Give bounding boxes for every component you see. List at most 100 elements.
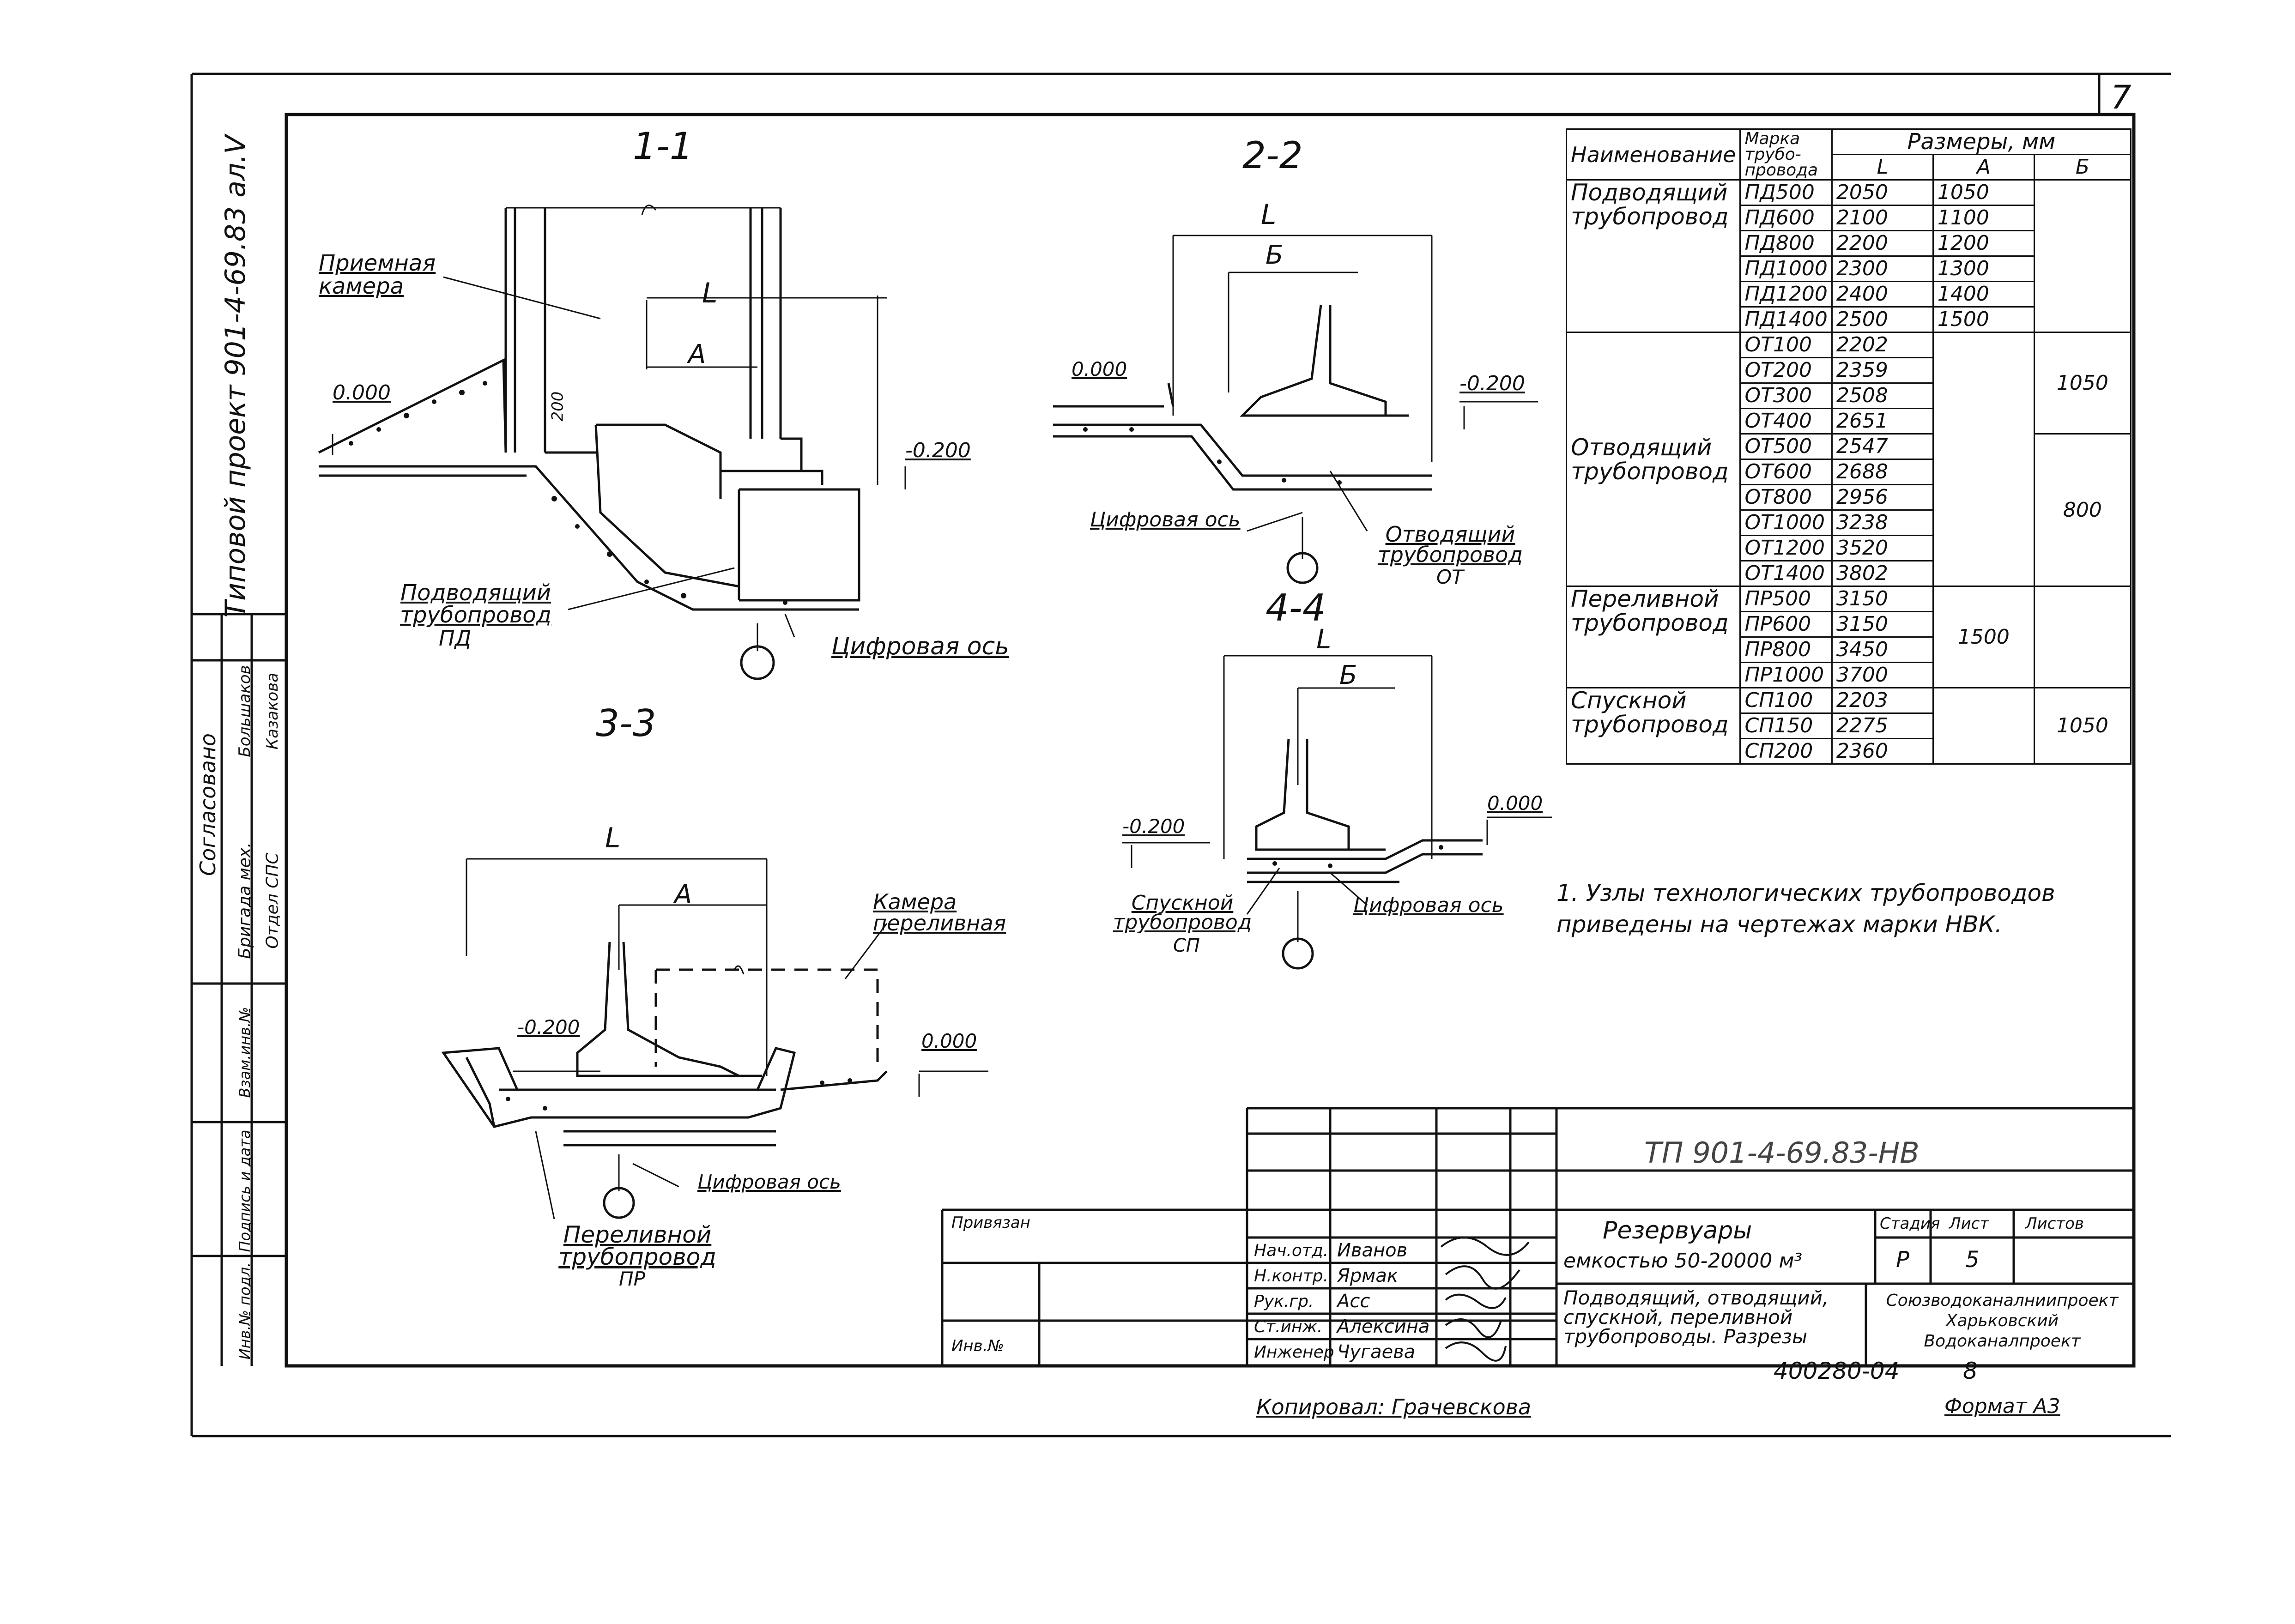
cell-mark: ОТ1400 <box>1739 560 1833 587</box>
cell-L: 2100 <box>1831 205 1934 231</box>
cell-mark: ПР800 <box>1739 636 1833 663</box>
cell-mark: ОТ800 <box>1739 484 1833 511</box>
s44-pipe-label: Спускной трубопровод <box>1113 891 1252 934</box>
cell-L: 3802 <box>1831 560 1934 587</box>
s22-pipe-label: Отводящий трубопровод <box>1377 522 1523 567</box>
signer-role: Рук.гр. <box>1254 1292 1314 1311</box>
cell-mark: СП200 <box>1739 738 1833 765</box>
th-L: L <box>1831 154 1934 181</box>
cell-L: 2508 <box>1831 382 1934 409</box>
group-name-drain: Спускной трубопровод <box>1565 687 1741 765</box>
cell-L: 2400 <box>1831 281 1934 308</box>
s22-elev-neg: -0.200 <box>1459 372 1525 395</box>
cell-A-overflow: 1500 <box>1932 586 2035 688</box>
s11-elev-0: 0.000 <box>333 381 391 404</box>
cell-mark: ОТ300 <box>1739 382 1833 409</box>
signer-role: Ст.инж. <box>1254 1317 1323 1336</box>
side-role-1: Бригада мех. <box>235 842 254 959</box>
cell-L: 3238 <box>1831 509 1934 536</box>
group-name-supply: Подводящий трубопровод <box>1565 179 1741 333</box>
section-3-3-title: 3-3 <box>596 702 656 745</box>
cell-mark: ОТ600 <box>1739 459 1833 485</box>
cell-L: 2651 <box>1831 408 1934 435</box>
side-stamp: Типовой проект 901-4-69.83 ал.V <box>219 135 252 618</box>
s11-dim-A: А <box>688 339 706 369</box>
th-A: А <box>1932 154 2035 181</box>
s33-axis-label: Цифровая ось <box>697 1171 841 1193</box>
inv-label: Инв.№ <box>951 1337 1004 1355</box>
group-name-overflow: Переливной трубопровод <box>1565 586 1741 688</box>
cell-L: 2547 <box>1831 433 1934 460</box>
cell-A: 1100 <box>1932 205 2035 231</box>
signer-name: Иванов <box>1337 1240 1408 1261</box>
s33-elev-neg: -0.200 <box>517 1016 580 1038</box>
cell-L: 3150 <box>1831 586 1934 612</box>
s22-pipe-mark: ОТ <box>1436 566 1464 588</box>
s11-elev-neg: -0.200 <box>905 439 971 462</box>
cell-A: 1400 <box>1932 281 2035 308</box>
cell-L: 2688 <box>1831 459 1934 485</box>
cell-L: 2203 <box>1831 687 1934 714</box>
th-name: Наименование <box>1565 128 1741 181</box>
s11-axis-label: Цифровая ось <box>831 633 1009 660</box>
s44-axis-label: Цифровая ось <box>1353 894 1504 917</box>
th-mark: Марка трубо-провода <box>1739 128 1833 181</box>
side-agreed: Согласовано <box>195 733 220 876</box>
cell-A: 1200 <box>1932 230 2035 257</box>
cell-B-empty <box>2033 179 2132 333</box>
s44-dim-B: Б <box>1339 660 1357 690</box>
sheets-header: Листов <box>2025 1214 2084 1233</box>
cell-B-drain: 1050 <box>2033 687 2132 765</box>
s22-dim-B: Б <box>1266 240 1284 270</box>
s22-axis-label: Цифровая ось <box>1090 508 1241 531</box>
cell-A: 1050 <box>1932 179 2035 206</box>
cell-L: 2500 <box>1831 306 1934 333</box>
signer-role: Нач.отд. <box>1254 1241 1329 1260</box>
cell-L: 2050 <box>1831 179 1934 206</box>
s44-pipe-mark: СП <box>1173 935 1200 956</box>
signer-name: Ярмак <box>1337 1265 1399 1286</box>
cell-L: 2360 <box>1831 738 1934 765</box>
signer-role: Инженер <box>1254 1343 1334 1362</box>
cell-B-outlet-2: 800 <box>2033 433 2132 587</box>
cell-L: 3520 <box>1831 535 1934 561</box>
side-col-signature: Подпись и дата <box>236 1129 254 1252</box>
side-role-2: Отдел СПС <box>263 852 282 949</box>
drawing-title: Подводящий, отводящий, спускной, перелив… <box>1563 1286 1829 1348</box>
cell-L: 3700 <box>1831 662 1934 688</box>
cell-L: 2956 <box>1831 484 1934 511</box>
side-col-replace: Взам.инв.№ <box>236 1007 254 1098</box>
sheet-value: 5 <box>1965 1247 1980 1273</box>
s33-chamber-label: Камера переливная <box>873 889 1006 936</box>
side-col-original: Инв.№ подл. <box>236 1262 254 1360</box>
cell-L: 3150 <box>1831 611 1934 638</box>
cell-mark: ПД500 <box>1739 179 1833 206</box>
cell-mark: ОТ500 <box>1739 433 1833 460</box>
cell-mark: ОТ100 <box>1739 332 1833 358</box>
cell-L: 3450 <box>1831 636 1934 663</box>
stage-value: Р <box>1896 1247 1909 1273</box>
s44-elev-0: 0.000 <box>1487 792 1543 815</box>
cell-mark: ПР600 <box>1739 611 1833 638</box>
cell-A: 1300 <box>1932 255 2035 282</box>
cell-mark: ПР1000 <box>1739 662 1833 688</box>
cell-L: 2200 <box>1831 230 1934 257</box>
s11-dim-L: L <box>702 277 718 309</box>
bound-label: Привязан <box>951 1213 1030 1232</box>
cell-L: 2202 <box>1831 332 1934 358</box>
cell-B-empty <box>2033 586 2132 688</box>
s22-dim-L: L <box>1261 199 1277 231</box>
dimensions-table: Наименование Марка трубо-провода Размеры… <box>1565 128 2132 765</box>
th-sizes: Размеры, мм <box>1831 128 2132 155</box>
cell-mark: ОТ200 <box>1739 357 1833 384</box>
archive-page: 8 <box>1963 1358 1978 1384</box>
archive-number: 400280-04 <box>1774 1358 1900 1384</box>
cell-mark: ПД800 <box>1739 230 1833 257</box>
s33-dim-A: А <box>674 880 692 910</box>
s22-elev-0: 0.000 <box>1072 358 1127 380</box>
section-4-4-title: 4-4 <box>1266 586 1326 629</box>
drawing-code: ТП 901-4-69.83-НВ <box>1644 1136 1920 1170</box>
section-1-1-title: 1-1 <box>633 125 693 168</box>
cell-mark: ПД600 <box>1739 205 1833 231</box>
